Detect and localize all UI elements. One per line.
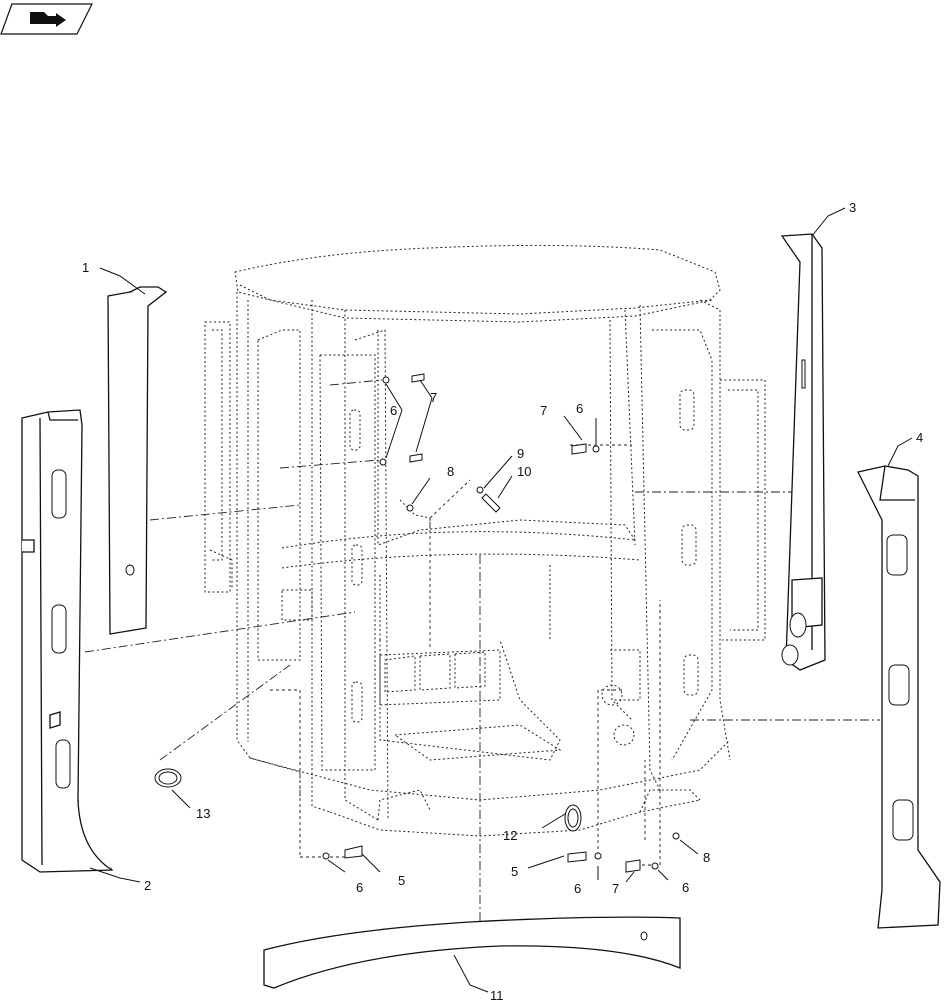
part-1-pillar-trim[interactable] (107, 286, 168, 635)
callout-11: 11 (490, 988, 504, 1000)
screw-icon[interactable] (476, 486, 501, 513)
callout-7-lower: 7 (612, 881, 619, 896)
callout-6-lower-right: 6 (682, 880, 689, 895)
callout-8-lower: 8 (703, 850, 710, 865)
washer-icon[interactable] (406, 504, 414, 512)
callout-6-upper-right: 6 (576, 401, 583, 416)
callout-4: 4 (916, 430, 923, 445)
callout-6-lower-left: 6 (356, 880, 363, 895)
part-12-grommet-inner (567, 808, 579, 828)
screw-icon[interactable] (379, 453, 423, 466)
callout-6-lower-mid: 6 (574, 881, 581, 896)
callout-7-upper-right: 7 (540, 403, 547, 418)
callout-8-upper: 8 (447, 464, 454, 479)
screw-icon[interactable] (382, 373, 425, 384)
callout-10: 10 (517, 464, 531, 479)
cab-frame (204, 244, 766, 837)
fastener-alignment-lines (270, 444, 661, 866)
screw-icon[interactable] (567, 851, 602, 863)
screw-icon[interactable] (322, 845, 363, 860)
callout-7-upper-left: 7 (430, 390, 437, 405)
part-13-grommet-inner (158, 771, 178, 785)
callout-labels: 1 2 3 4 5 5 6 6 6 6 6 7 7 7 8 8 9 10 11 … (82, 200, 923, 1000)
callout-leaders (89, 207, 913, 993)
callout-1: 1 (82, 260, 89, 275)
part-3-right-pillar-trim[interactable] (780, 233, 826, 671)
screw-icon[interactable] (625, 859, 659, 873)
callout-9: 9 (517, 446, 524, 461)
fasteners (322, 373, 680, 873)
callout-5-left: 5 (398, 873, 405, 888)
callout-2: 2 (144, 878, 151, 893)
callout-5-right: 5 (511, 864, 518, 879)
callout-3: 3 (849, 200, 856, 215)
callout-12: 12 (503, 828, 517, 843)
next-page-arrow-icon[interactable] (0, 3, 93, 35)
part-2-left-side-trim[interactable] (21, 409, 114, 873)
washer-icon[interactable] (672, 832, 680, 840)
part-11-floor-rail[interactable] (263, 916, 681, 989)
screw-icon[interactable] (571, 443, 600, 455)
part-4-right-side-trim[interactable] (857, 465, 941, 929)
callout-13: 13 (196, 806, 210, 821)
assembly-centerlines (84, 379, 880, 945)
callout-6-upper-left: 6 (390, 403, 397, 418)
